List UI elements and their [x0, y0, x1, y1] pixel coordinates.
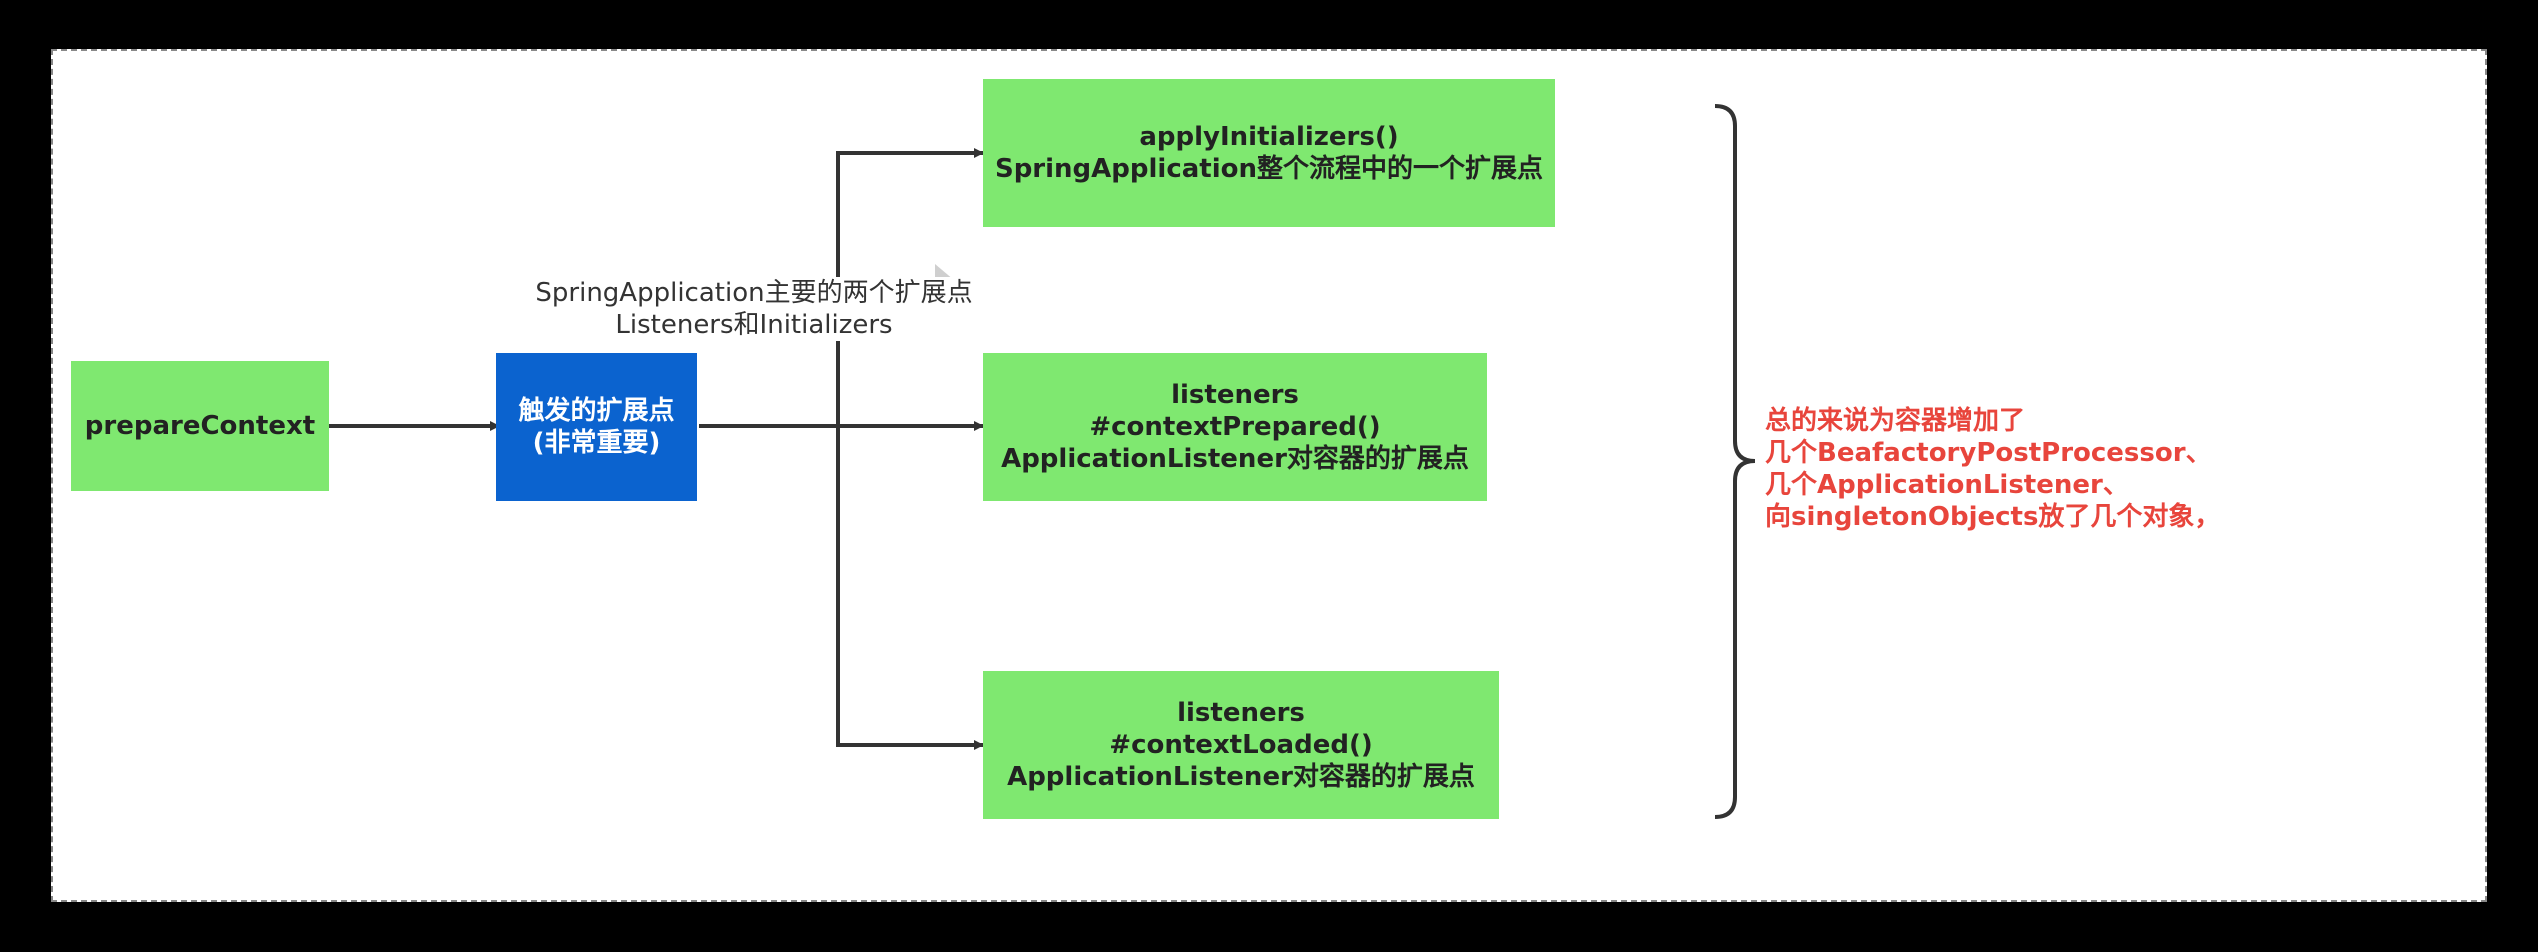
- edge-trigger-to-context-loaded: [836, 426, 984, 750]
- context-loaded-line-2: #contextLoaded(): [1109, 730, 1373, 760]
- context-prepared-node: listeners #contextPrepared() Application…: [983, 353, 1487, 501]
- context-loaded-line-3: ApplicationListener对容器的扩展点: [1007, 762, 1475, 792]
- prepare-context-label: prepareContext: [84, 411, 316, 441]
- trigger-subtitle: (非常重要): [532, 428, 661, 458]
- summary-curly-brace: [1714, 104, 1756, 819]
- summary-line-1: 总的来说为容器增加了: [1765, 406, 2026, 436]
- prepare-context-node: prepareContext: [71, 361, 329, 491]
- note-line-2: Listeners和Initializers: [615, 310, 893, 340]
- summary-line-4: 向singletonObjects放了几个对象，: [1765, 502, 2221, 532]
- extension-note: SpringApplication主要的两个扩展点 Listeners和Init…: [519, 277, 989, 341]
- context-loaded-line-1: listeners: [1177, 698, 1305, 728]
- apply-initializers-title: applyInitializers(): [1139, 122, 1399, 152]
- context-loaded-node: listeners #contextLoaded() ApplicationLi…: [983, 671, 1499, 819]
- context-prepared-line-2: #contextPrepared(): [1089, 412, 1381, 442]
- apply-initializers-desc: SpringApplication整个流程中的一个扩展点: [994, 154, 1544, 184]
- summary-line-3: 几个ApplicationListener、: [1765, 470, 2129, 500]
- note-line-1: SpringApplication主要的两个扩展点: [535, 278, 973, 308]
- context-prepared-line-1: listeners: [1171, 380, 1299, 410]
- diagram-canvas: prepareContext 触发的扩展点 (非常重要) SpringAppli…: [51, 49, 2487, 902]
- context-prepared-line-3: ApplicationListener对容器的扩展点: [1001, 444, 1469, 474]
- trigger-extension-node: 触发的扩展点 (非常重要): [496, 353, 697, 501]
- summary-line-2: 几个BeafactoryPostProcessor、: [1765, 438, 2212, 468]
- apply-initializers-node: applyInitializers() SpringApplication整个流…: [983, 79, 1555, 227]
- summary-text: 总的来说为容器增加了 几个BeafactoryPostProcessor、 几个…: [1765, 405, 2445, 533]
- trigger-title: 触发的扩展点: [518, 396, 675, 426]
